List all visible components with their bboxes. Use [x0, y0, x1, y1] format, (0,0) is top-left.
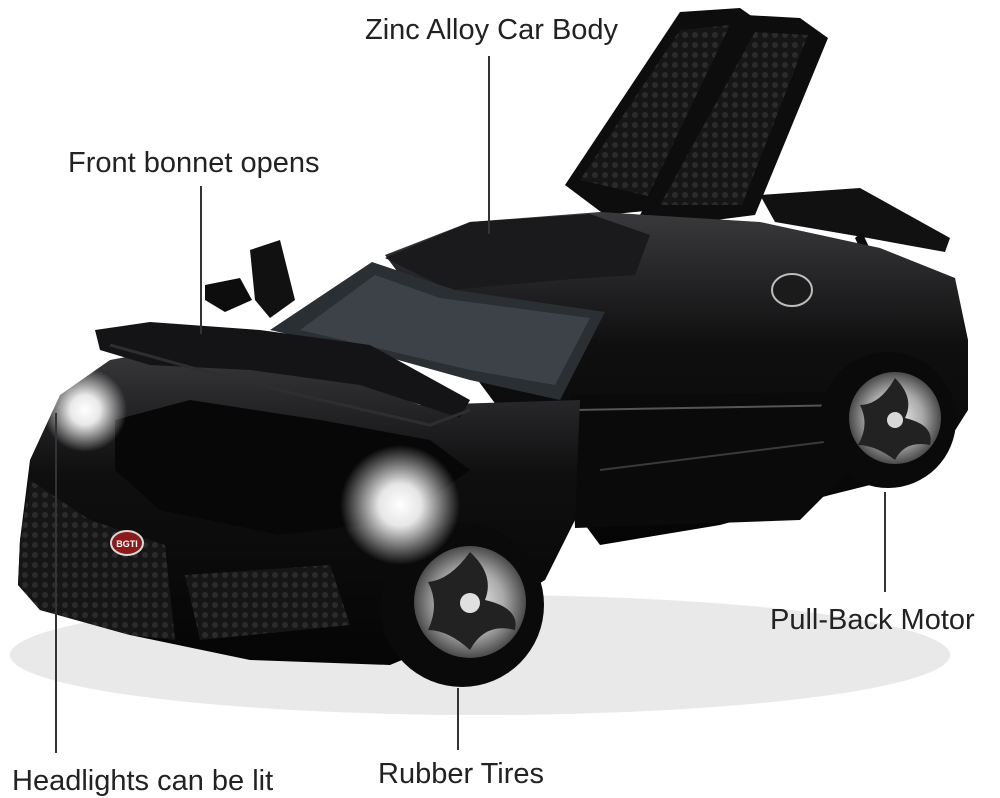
front-wheel: [380, 523, 544, 687]
side-emblem: [771, 273, 813, 307]
headlights-callout: Headlights can be lit: [12, 765, 274, 797]
headlight-right-glow: [340, 445, 460, 565]
pull-back-motor-callout: Pull-Back Motor: [770, 604, 975, 636]
front-grille: [18, 480, 175, 640]
open-door-panels: [565, 8, 828, 222]
rubber-tires-leader-line: [457, 688, 459, 750]
headlight-left-glow: [43, 368, 127, 452]
headlights-leader-line: [55, 413, 57, 753]
zinc-alloy-leader-line: [488, 56, 490, 234]
rear-wheel: [820, 352, 956, 488]
pull-back-leader-line: [884, 492, 886, 592]
rubber-tires-callout: Rubber Tires: [378, 758, 545, 790]
front-bonnet-leader-line: [200, 186, 202, 334]
badge-text: BGTI: [116, 539, 138, 549]
side-mirror: [205, 240, 295, 318]
open-bonnet: [95, 322, 470, 418]
front-bonnet-callout: Front bonnet opens: [68, 147, 320, 179]
lower-grille: [185, 565, 350, 640]
open-front-door: [570, 392, 858, 528]
roof: [385, 214, 650, 290]
brand-badge: [110, 530, 144, 556]
zinc-alloy-callout: Zinc Alloy Car Body: [365, 14, 619, 46]
